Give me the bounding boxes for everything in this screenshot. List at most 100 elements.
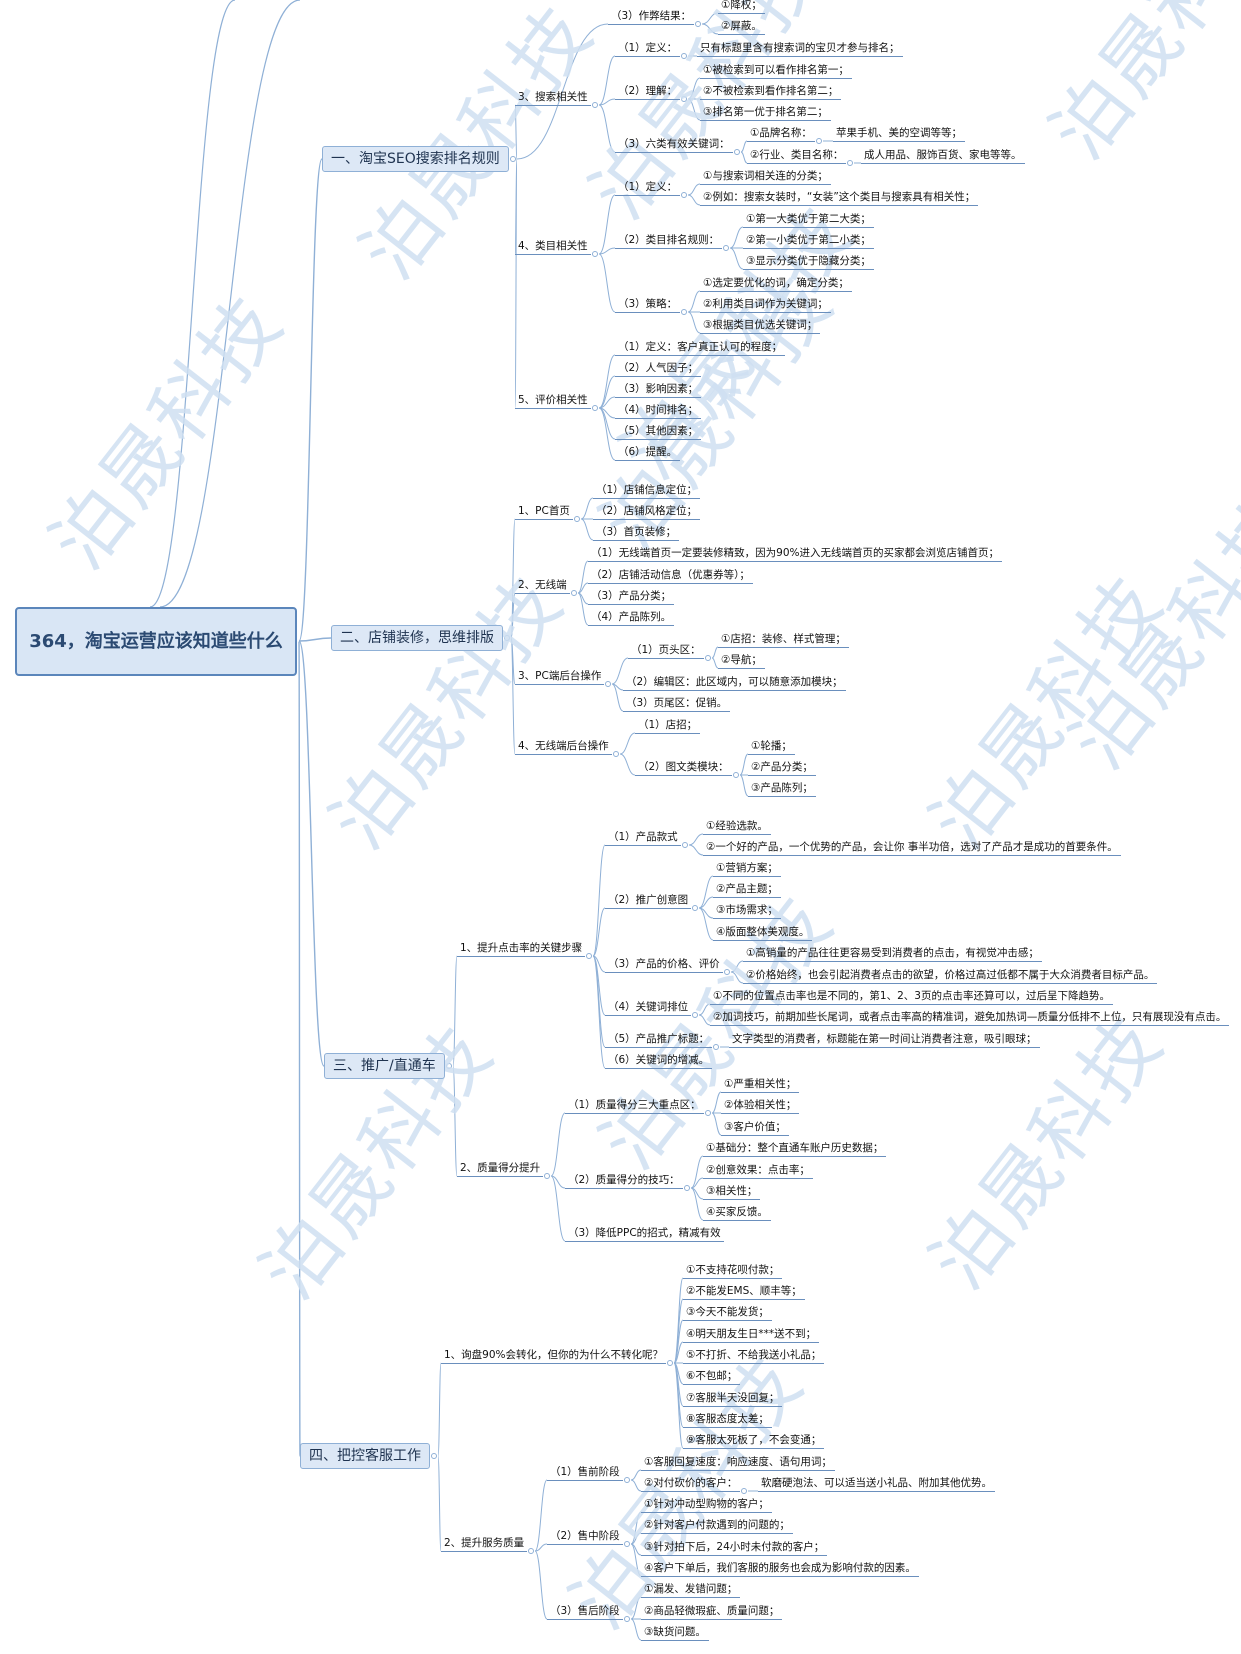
subtopic[interactable]: ①品牌名称： [747, 125, 815, 142]
subtopic[interactable]: （1）售前阶段 [547, 1464, 623, 1481]
subtopic[interactable]: （2）售中阶段 [547, 1528, 623, 1545]
subtopic[interactable]: ②屏蔽。 [718, 18, 765, 35]
subtopic[interactable]: （4）关键词排位 [605, 999, 692, 1016]
subtopic[interactable]: ②加词技巧，前期加些长尾词，或者点击率高的精准词，避免加热词—质量分低排不上位，… [710, 1009, 1230, 1026]
subtopic[interactable]: ①被检索到可以看作排名第一； [700, 62, 852, 79]
subtopic[interactable]: （1）定义： [615, 179, 681, 196]
subtopic[interactable]: （1）店铺信息定位； [593, 482, 701, 499]
subtopic[interactable]: （3）产品分类； [588, 588, 675, 605]
subtopic[interactable]: （1）质量得分三大重点区： [565, 1097, 704, 1114]
subtopic[interactable]: （3）降低PPC的招式，精减有效 [565, 1225, 724, 1242]
subtopic[interactable]: ①基础分：整个直通车账户历史数据； [703, 1140, 887, 1157]
subtopic[interactable]: ②产品分类； [748, 759, 816, 776]
subtopic[interactable]: （1）页头区： [628, 642, 704, 659]
subtopic[interactable]: 2、提升服务质量 [441, 1535, 528, 1552]
subtopic[interactable]: ③根据类目优选关键词； [700, 317, 821, 334]
subtopic[interactable]: （4）产品陈列。 [588, 609, 675, 626]
subtopic[interactable]: ③排名第一优于排名第二； [700, 104, 831, 121]
subtopic[interactable]: ①严重相关性； [721, 1076, 800, 1093]
subtopic[interactable]: （2）店铺活动信息（优惠券等）； [588, 567, 753, 584]
subtopic[interactable]: 4、无线端后台操作 [515, 738, 612, 755]
root-topic[interactable]: 364，淘宝运营应该知道些什么 [15, 607, 297, 676]
subtopic[interactable]: 文字类型的消费者，标题能在第一时间让消费者注意，吸引眼球； [729, 1031, 1040, 1048]
subtopic[interactable]: ②价格始终，也会引起消费者点击的欲望，价格过高过低都不属于大众消费者目标产品。 [743, 967, 1158, 984]
subtopic[interactable]: （2）类目排名规则： [615, 232, 723, 249]
subtopic[interactable]: ②针对客户付款遇到的问题的； [641, 1517, 793, 1534]
subtopic[interactable]: ④买家反馈。 [703, 1204, 771, 1221]
subtopic[interactable]: 2、无线端 [515, 577, 570, 594]
subtopic[interactable]: ①不支持花呗付款； [683, 1262, 783, 1279]
subtopic[interactable]: ①店招：装修、样式管理； [718, 631, 849, 648]
subtopic[interactable]: 4、类目相关性 [515, 238, 591, 255]
subtopic[interactable]: ②一个好的产品，一个优势的产品，会让你 事半功倍，选对了产品才是成功的首要条件。 [703, 839, 1121, 856]
subtopic[interactable]: ③缺货问题。 [641, 1624, 709, 1641]
subtopic[interactable]: （2）质量得分的技巧： [565, 1172, 683, 1189]
subtopic[interactable]: （1）店招； [635, 717, 701, 734]
subtopic[interactable]: 2、质量得分提升 [457, 1160, 544, 1177]
subtopic[interactable]: （2）推广创意图 [605, 892, 692, 909]
subtopic[interactable]: ②行业、类目名称： [747, 147, 847, 164]
subtopic[interactable]: ②第一小类优于第二小类； [743, 232, 874, 249]
subtopic[interactable]: （3）策略： [615, 296, 681, 313]
subtopic[interactable]: （1）定义： [615, 40, 681, 57]
subtopic[interactable]: ⑧客服态度太差； [683, 1411, 772, 1428]
subtopic[interactable]: （3）产品的价格、评价 [605, 956, 723, 973]
subtopic[interactable]: ①高销量的产品往往更容易受到消费者的点击，有视觉冲击感； [743, 945, 1042, 962]
subtopic[interactable]: 只有标题里含有搜索词的宝贝才参与排名； [697, 40, 903, 57]
subtopic[interactable]: （3）作弊结果： [608, 8, 695, 25]
subtopic[interactable]: （3）六类有效关键词： [615, 136, 733, 153]
subtopic[interactable]: ①选定要优化的词，确定分类； [700, 275, 852, 292]
subtopic[interactable]: ②创意效果：点击率； [703, 1162, 813, 1179]
subtopic[interactable]: ①降权； [718, 0, 765, 14]
subtopic[interactable]: ①针对冲动型购物的客户； [641, 1496, 772, 1513]
main-topic[interactable]: 二、店铺装修，思维排版 [331, 625, 503, 651]
subtopic[interactable]: 1、PC首页 [515, 503, 573, 520]
subtopic[interactable]: 1、询盘90%会转化，但你的为什么不转化呢？ [441, 1347, 667, 1364]
subtopic[interactable]: ③今天不能发货； [683, 1304, 772, 1321]
subtopic[interactable]: （2）理解： [615, 83, 681, 100]
subtopic[interactable]: ③市场需求； [713, 902, 781, 919]
main-topic[interactable]: 四、把控客服工作 [300, 1443, 430, 1469]
subtopic[interactable]: 成人用品、服饰百货、家电等等。 [861, 147, 1025, 164]
subtopic[interactable]: ②对付砍价的客户： [641, 1475, 741, 1492]
subtopic[interactable]: ⑨客服太死板了，不会变通； [683, 1432, 825, 1449]
subtopic[interactable]: ②不能发EMS、顺丰等； [683, 1283, 805, 1300]
subtopic[interactable]: ①经验选款。 [703, 818, 771, 835]
subtopic[interactable]: ③显示分类优于隐藏分类； [743, 253, 874, 270]
subtopic[interactable]: ①第一大类优于第二大类； [743, 211, 874, 228]
subtopic[interactable]: ②利用类目词作为关键词； [700, 296, 831, 313]
subtopic[interactable]: （3）页尾区：促销。 [623, 695, 731, 712]
subtopic[interactable]: 1、提升点击率的关键步骤 [457, 940, 586, 957]
subtopic[interactable]: ③针对拍下后，24小时未付款的客户； [641, 1539, 828, 1556]
subtopic[interactable]: 3、PC端后台操作 [515, 668, 605, 685]
subtopic[interactable]: 苹果手机、美的空调等等； [833, 125, 965, 142]
subtopic[interactable]: ④明天朋友生日***送不到； [683, 1326, 820, 1343]
subtopic[interactable]: （5）产品推广标题： [605, 1031, 713, 1048]
subtopic[interactable]: （3）售后阶段 [547, 1603, 623, 1620]
subtopic[interactable]: （4）时间排名； [615, 402, 702, 419]
subtopic[interactable]: ①漏发、发错问题； [641, 1581, 741, 1598]
subtopic[interactable]: ①轮播； [748, 738, 795, 755]
subtopic[interactable]: （3）影响因素； [615, 381, 702, 398]
subtopic[interactable]: 软磨硬泡法、可以适当送小礼品、附加其他优势。 [758, 1475, 995, 1492]
subtopic[interactable]: ⑥不包邮； [683, 1368, 741, 1385]
subtopic[interactable]: ②不被检索到看作排名第二； [700, 83, 842, 100]
subtopic[interactable]: ①营销方案； [713, 860, 781, 877]
subtopic[interactable]: 5、评价相关性 [515, 392, 591, 409]
subtopic[interactable]: ④版面整体美观度。 [713, 924, 813, 941]
subtopic[interactable]: ③相关性； [703, 1183, 761, 1200]
subtopic[interactable]: （6）关键词的增减。 [605, 1052, 713, 1069]
subtopic[interactable]: ⑦客服半天没回复； [683, 1390, 783, 1407]
subtopic[interactable]: ③客户价值； [721, 1119, 789, 1136]
subtopic[interactable]: 3、搜索相关性 [515, 89, 591, 106]
main-topic[interactable]: 三、推广/直通车 [324, 1053, 445, 1079]
subtopic[interactable]: （1）无线端首页一定要装修精致，因为90%进入无线端首页的买家都会浏览店铺首页； [588, 545, 1003, 562]
subtopic[interactable]: ①客服回复速度：响应速度、语句用词； [641, 1454, 835, 1471]
subtopic[interactable]: （2）图文类模块： [635, 759, 732, 776]
subtopic[interactable]: （5）其他因素； [615, 423, 702, 440]
subtopic[interactable]: （2）人气因子； [615, 360, 702, 377]
subtopic[interactable]: （3）首页装修； [593, 524, 680, 541]
subtopic[interactable]: ②体验相关性； [721, 1097, 800, 1114]
subtopic[interactable]: （1）定义：客户真正认可的程度； [615, 339, 786, 356]
main-topic[interactable]: 一、淘宝SEO搜索排名规则 [322, 146, 509, 172]
